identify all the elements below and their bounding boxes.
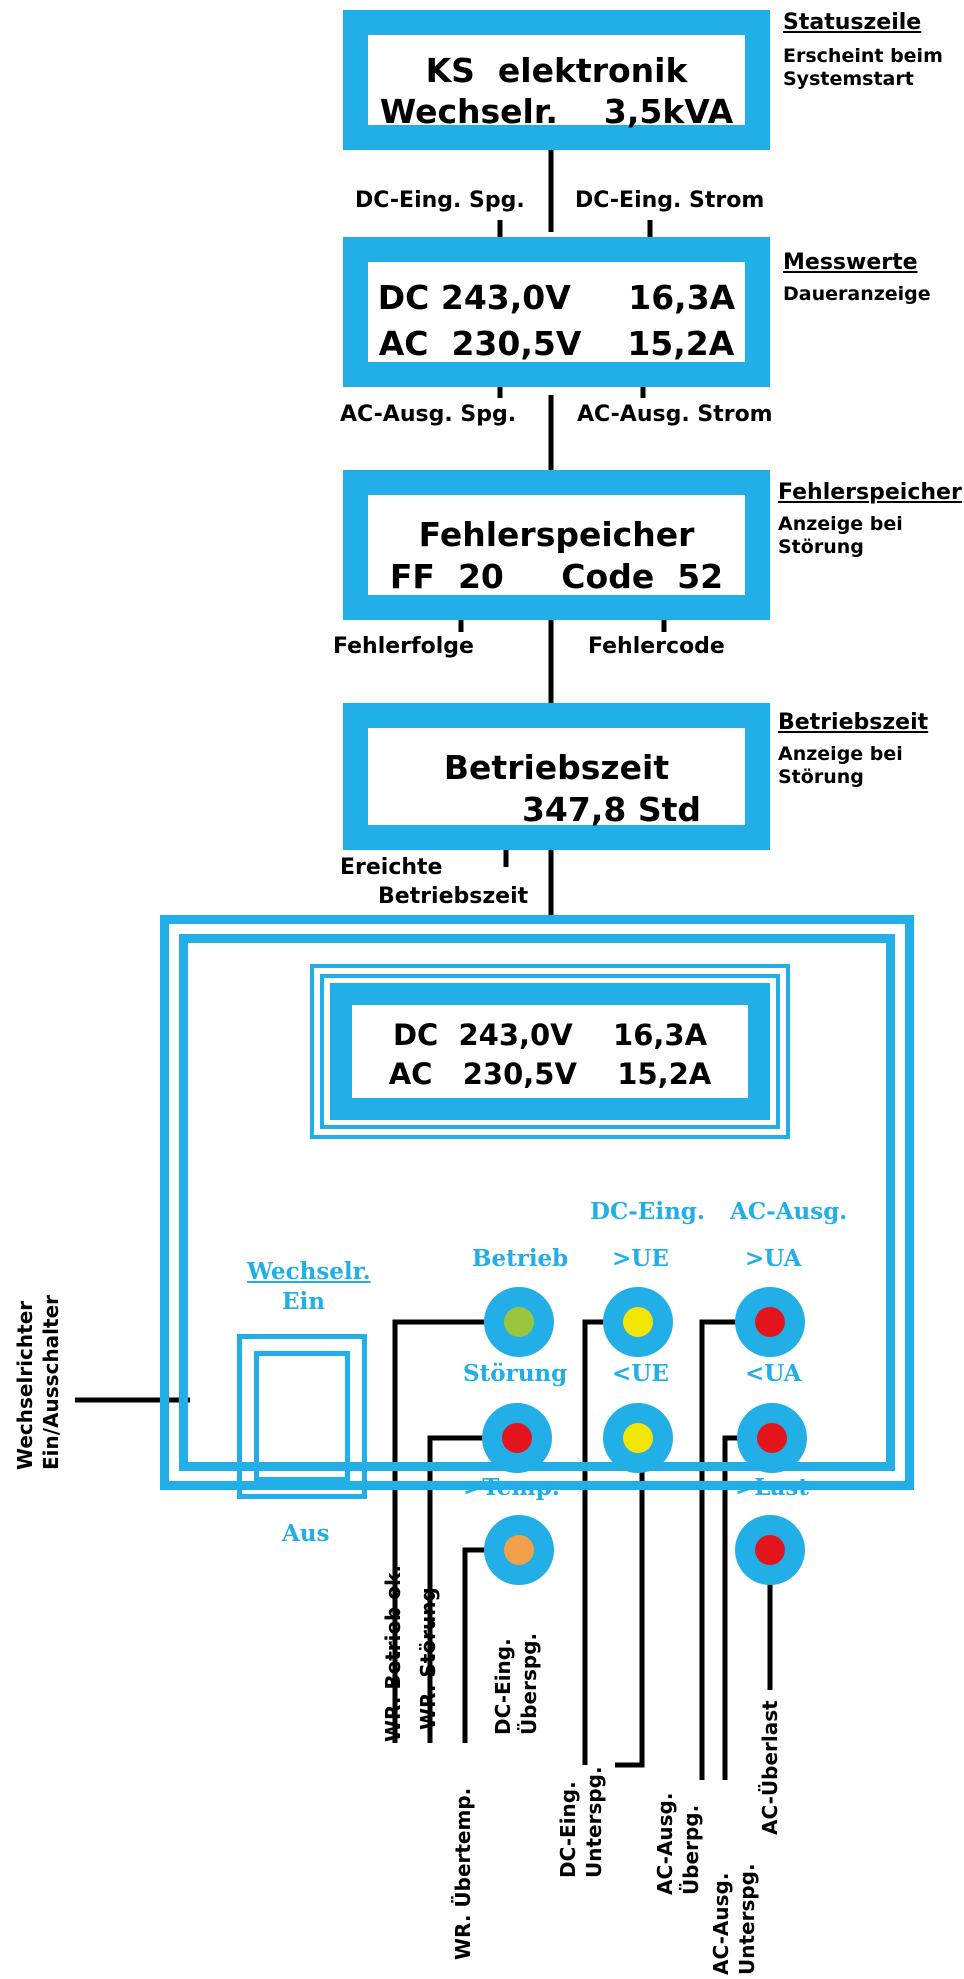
panel-lcd-outer-frame: [310, 964, 790, 1139]
label-wr-betrieb: WR. Betrieb ok.: [381, 1565, 405, 1742]
fault-line-2: FF 20 Code 52: [389, 557, 724, 596]
label-ac-unterspg-2: Unterspg.: [735, 1863, 759, 1975]
led-ue-low: [603, 1403, 673, 1473]
label-ac-ueberpg: AC-Ausg. Überpg.: [652, 1793, 704, 1895]
panel-lcd-line-1: DC 243,0V 16,3A: [392, 1018, 708, 1052]
label-dc-ueberspg: DC-Eing. Überspg.: [490, 1633, 542, 1735]
led-ua-low: [737, 1403, 807, 1473]
label-dc-ueberspg-1: DC-Eing.: [491, 1638, 515, 1735]
switch-side-label-1: Wechselrichter: [13, 1300, 37, 1470]
panel-lcd: DC 243,0V 16,3A AC 230,5V 15,2A: [330, 983, 770, 1120]
panel-lcd-line-2: AC 230,5V 15,2A: [388, 1057, 712, 1091]
label-wr-stoerung: WR. Störung: [416, 1587, 440, 1730]
label-ac-current: AC-Ausg. Strom: [577, 402, 773, 427]
label-ac-ueberpg-1: AC-Ausg.: [653, 1792, 677, 1895]
switch-title: Wechselr.: [247, 1258, 371, 1285]
group-ac-label: AC-Ausg.: [730, 1198, 848, 1225]
measurement-line-2: AC 230,5V 15,2A: [378, 324, 735, 363]
status-title: Statuszeile: [783, 10, 922, 35]
led-temp-light: [504, 1535, 534, 1565]
led-label-betrieb: Betrieb: [472, 1245, 569, 1272]
led-label-stoerung: Störung: [463, 1360, 568, 1387]
panel-lcd-mid-frame: [320, 974, 780, 1129]
led-last-light: [755, 1535, 785, 1565]
led-ue-high-light: [623, 1307, 653, 1337]
measurement-display: DC 243,0V 16,3A AC 230,5V 15,2A: [343, 237, 770, 387]
led-last: [735, 1515, 805, 1585]
status-display: KS elektronik Wechselr. 3,5kVA: [343, 10, 770, 150]
switch-off-label: Aus: [282, 1520, 330, 1547]
label-wr-uebertemp: WR. Übertemp.: [451, 1787, 475, 1960]
led-ua-high: [735, 1287, 805, 1357]
wire-dc-unter: [615, 1455, 645, 1768]
operating-line-2: 347,8 Std: [521, 790, 702, 829]
wire-betrieb: [392, 1319, 519, 1743]
label-ac-unterspg: AC-Ausg. Unterspg.: [708, 1863, 760, 1975]
power-switch[interactable]: [237, 1334, 367, 1499]
operating-title: Betriebszeit: [778, 710, 929, 735]
label-ac-ueberpg-2: Überpg.: [679, 1804, 703, 1895]
fault-memory-display: Fehlerspeicher FF 20 Code 52: [343, 470, 770, 620]
label-dc-unterspg-1: DC-Eing.: [556, 1781, 580, 1878]
led-label-temp: >Temp.: [463, 1474, 560, 1501]
operating-sub-2: Störung: [778, 766, 864, 788]
operating-line-1: Betriebszeit: [443, 748, 670, 787]
status-line-1: KS elektronik: [425, 51, 688, 90]
label-operating-time-1: Ereichte: [340, 855, 443, 880]
led-ue-low-light: [623, 1423, 653, 1453]
led-ua-low-light: [757, 1423, 787, 1453]
led-label-ue-low: <UE: [612, 1360, 669, 1387]
switch-side-label: Wechselrichter Ein/Ausschalter: [12, 1295, 64, 1470]
status-line-2: Wechselr. 3,5kVA: [379, 92, 734, 131]
label-ac-voltage: AC-Ausg. Spg.: [340, 402, 517, 427]
measurement-title: Messwerte: [783, 250, 918, 275]
led-betrieb-light: [504, 1307, 534, 1337]
label-operating-time-2: Betriebszeit: [378, 884, 529, 909]
power-switch-rocker[interactable]: [254, 1351, 350, 1482]
led-ua-high-light: [755, 1307, 785, 1337]
fault-sub-2: Störung: [778, 536, 864, 558]
status-sub-1: Erscheint beim: [783, 45, 943, 67]
led-label-ue-high: >UE: [612, 1245, 669, 1272]
switch-on-label: Ein: [282, 1288, 325, 1315]
switch-side-label-2: Ein/Ausschalter: [39, 1294, 63, 1470]
label-ac-ueberlast: AC-Überlast: [758, 1700, 782, 1835]
label-dc-unterspg-2: Unterspg.: [582, 1766, 606, 1878]
led-temp: [484, 1515, 554, 1585]
led-stoerung: [482, 1403, 552, 1473]
led-betrieb: [484, 1287, 554, 1357]
measurement-line-1: DC 243,0V 16,3A: [377, 278, 736, 317]
led-stoerung-light: [502, 1423, 532, 1453]
measurement-sub-1: Daueranzeige: [783, 283, 931, 305]
label-fault-sequence: Fehlerfolge: [333, 634, 474, 659]
operating-time-display: Betriebszeit 347,8 Std: [343, 703, 770, 850]
label-dc-unterspg: DC-Eing. Unterspg.: [555, 1766, 607, 1878]
label-dc-voltage: DC-Eing. Spg.: [355, 188, 525, 213]
led-label-ua-low: <UA: [745, 1360, 802, 1387]
label-ac-unterspg-1: AC-Ausg.: [709, 1872, 733, 1975]
led-label-last: >Last: [735, 1474, 809, 1501]
fault-sub-1: Anzeige bei: [778, 513, 903, 535]
label-dc-ueberspg-2: Überspg.: [517, 1632, 541, 1735]
label-fault-code: Fehlercode: [588, 634, 725, 659]
fault-title: Fehlerspeicher: [778, 480, 962, 505]
led-ue-high: [603, 1287, 673, 1357]
status-sub-2: Systemstart: [783, 68, 914, 90]
operating-sub-1: Anzeige bei: [778, 743, 903, 765]
fault-line-1: Fehlerspeicher: [418, 515, 695, 554]
led-label-ua-high: >UA: [745, 1245, 802, 1272]
group-dc-label: DC-Eing.: [590, 1198, 705, 1225]
label-dc-current: DC-Eing. Strom: [575, 188, 765, 213]
